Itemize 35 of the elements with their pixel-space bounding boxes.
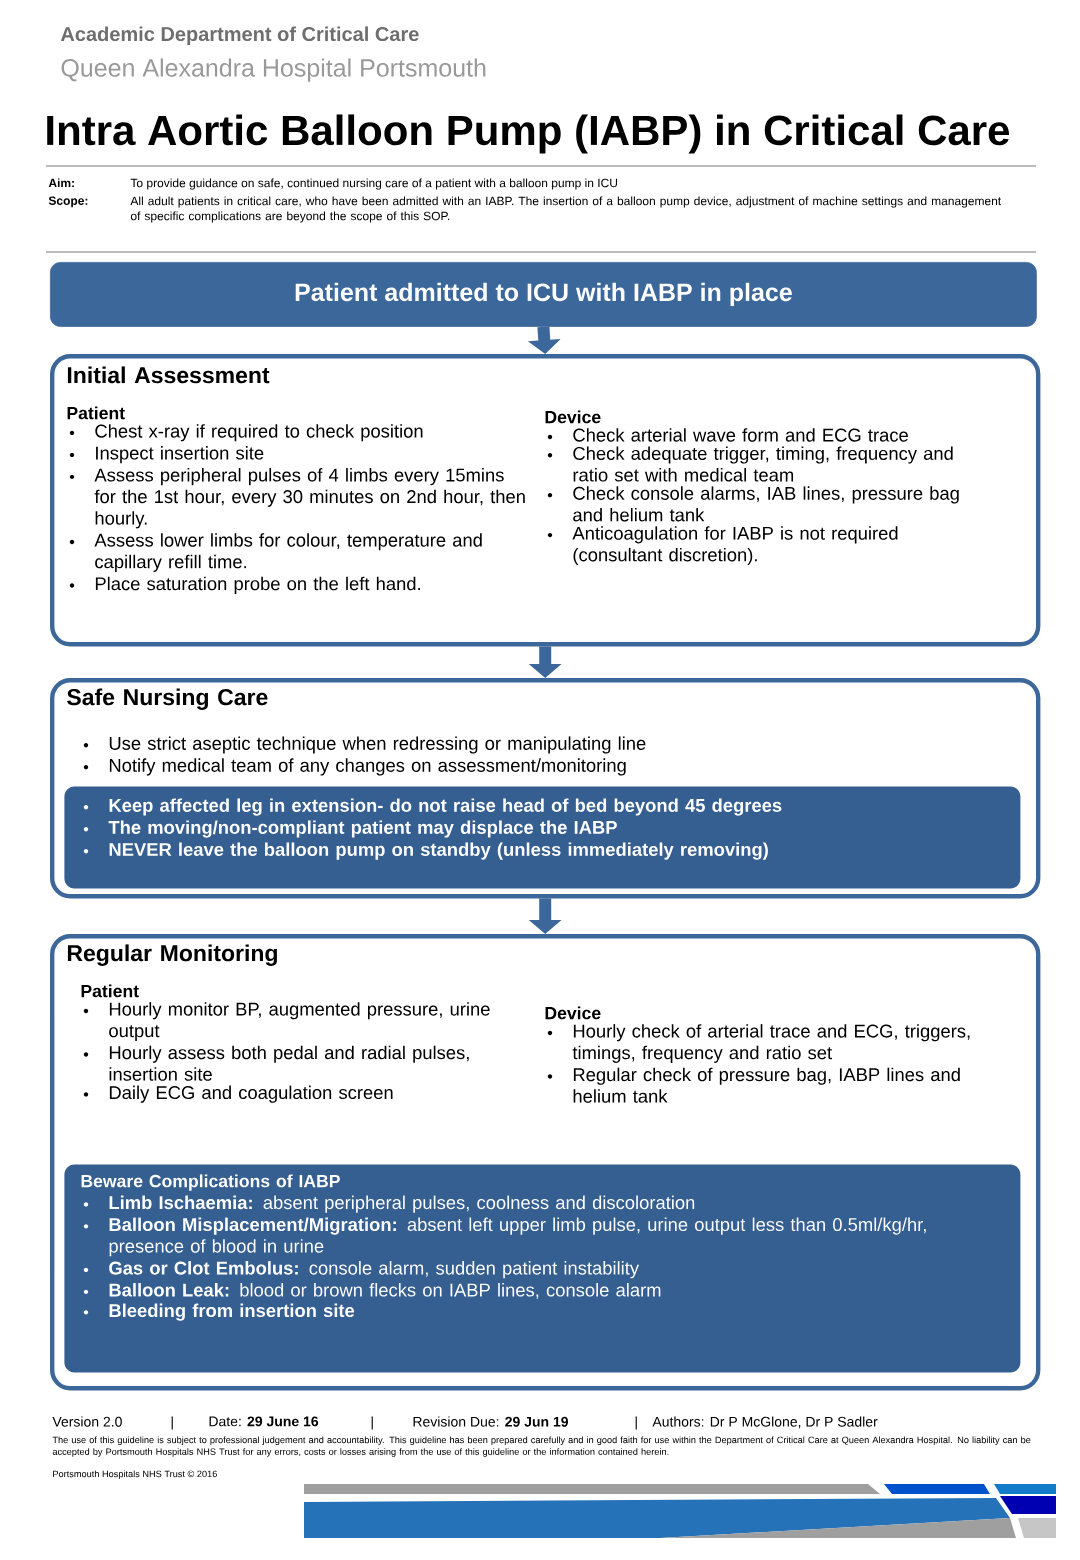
list-item: Notify medical team of any changes on assessment/monitoring xyxy=(83,758,626,776)
list-item: Assess lower limbs for colour, temperature and capillary refill time. xyxy=(69,533,482,572)
list-item: Use strict aseptic technique when redressing or manipulating line xyxy=(83,736,646,754)
column-heading: Device xyxy=(545,410,601,424)
title: Intra Aortic Balloon Pump (IABP) in Critical Care xyxy=(47,114,1010,154)
list-item: Balloon Leak: blood or brown flecks on IABP lines, console alarm xyxy=(83,1283,661,1299)
column-heading: Patient xyxy=(81,984,139,998)
list-item: Limb Ischaemia: absent peripheral pulses, coolness and discoloration xyxy=(83,1195,695,1213)
section-heading: Safe Nursing Care xyxy=(67,688,268,710)
department-name: Academic Department of Critical Care xyxy=(60,26,419,46)
list-item: Place saturation probe on the left hand. xyxy=(69,576,420,594)
list-item: Hourly assess both pedal and radial pulses, insertion site xyxy=(83,1045,469,1081)
list-item: Keep affected leg in extension- do not raise head of bed beyond 45 degrees xyxy=(83,798,782,816)
list-item: Hourly check of arterial trace and ECG, triggers, timings, frequency and ratio set xyxy=(547,1024,970,1063)
list-item: Inspect insertion site xyxy=(69,446,264,464)
section-heading: Initial Assessment xyxy=(67,366,270,384)
list-item: Chest x-ray if required to check position xyxy=(69,424,423,442)
column-heading: Device xyxy=(545,1006,601,1020)
hospital-name: Queen Alexandra Hospital Portsmouth xyxy=(61,58,486,82)
list-item: Regular check of pressure bag, IABP lines and helium tank xyxy=(547,1067,960,1103)
list-item: Daily ECG and coagulation screen xyxy=(83,1085,393,1103)
list-item: Hourly monitor BP, augmented pressure, urine output xyxy=(83,1002,490,1041)
list-item: Anticoagulation for IABP is not required (consultant discretion). xyxy=(547,526,898,566)
list-item: Assess peripheral pulses of 4 limbs every 15mins for the 1st hour, every 30 minutes on 2nd hour, then hourly. xyxy=(69,468,525,529)
list-item: Gas or Clot Embolus: console alarm, sudden patient instability xyxy=(83,1261,639,1279)
column-heading: Patient xyxy=(67,406,125,420)
section-heading: Regular Monitoring xyxy=(67,944,277,966)
header-banner: Patient admitted to ICU with IABP in place xyxy=(50,262,1037,327)
list-item: Check arterial wave form and ECG trace xyxy=(547,428,908,442)
list-item: Bleeding from insertion site xyxy=(83,1303,355,1321)
list-item: The moving/non-compliant patient may displace the IABP xyxy=(83,820,617,838)
list-item: Check adequate trigger, timing, frequency and ratio set with medical team xyxy=(547,446,953,482)
list-item: Check console alarms, IAB lines, pressure bag and helium tank xyxy=(547,486,959,522)
column-heading: Beware Complications of IABP xyxy=(81,1174,340,1191)
list-item: NEVER leave the balloon pump on standby (unless immediately removing) xyxy=(83,842,768,860)
